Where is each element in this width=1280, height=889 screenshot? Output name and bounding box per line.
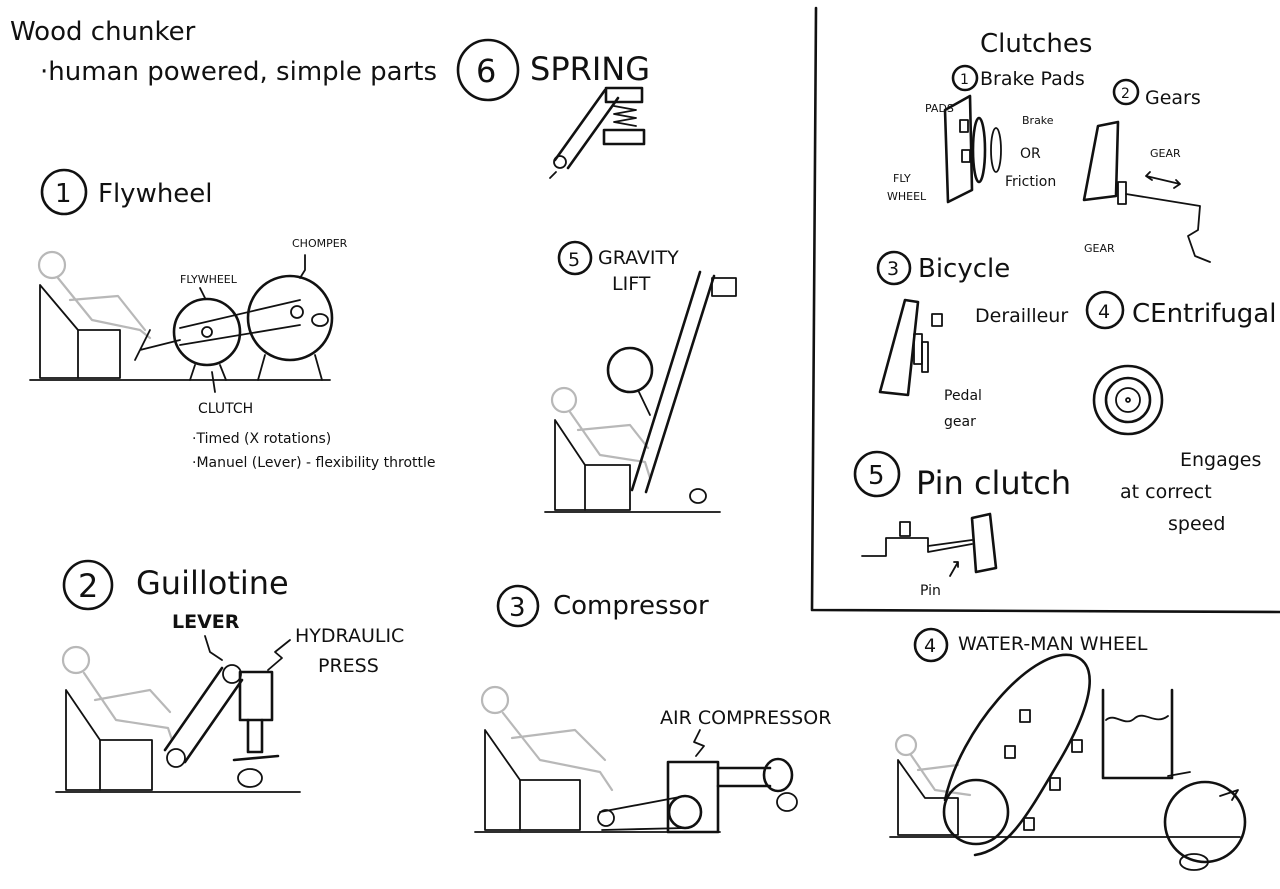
lever-arm	[165, 665, 242, 767]
note-engages: Engages	[1180, 449, 1261, 471]
idea-title-line2: LIFT	[612, 273, 651, 295]
clutch-title: Gears	[1145, 87, 1201, 109]
clutch-title: Pin clutch	[916, 464, 1071, 502]
label-gear-top: GEAR	[1150, 147, 1181, 160]
label-hydraulic: HYDRAULIC	[295, 625, 404, 647]
pointer	[200, 288, 205, 298]
clutches-panel: Clutches 1 Brake Pads PADS Brake OR Fric…	[812, 8, 1280, 612]
seated-person	[39, 252, 150, 338]
idea-number: 4	[924, 635, 936, 657]
note-manual: ·Manuel (Lever) - flexibility throttle	[192, 455, 436, 471]
label-pin: Pin	[920, 583, 941, 599]
label-friction: Friction	[1005, 174, 1056, 190]
label-flywheel-1: FLY	[893, 172, 911, 185]
pointer	[300, 255, 305, 278]
chomper-wheel	[1165, 772, 1245, 870]
clutch-pin: 5 Pin clutch Pin	[855, 452, 1071, 599]
idea-number: 1	[55, 179, 72, 209]
clutch-title: Brake Pads	[980, 68, 1085, 90]
label-pedal: Pedal	[944, 388, 982, 404]
clutch-number: 2	[1121, 86, 1130, 102]
seat	[56, 690, 300, 792]
note-speed: speed	[1168, 513, 1225, 535]
clutch-number: 4	[1098, 301, 1110, 323]
idea-number: 6	[476, 52, 496, 90]
pointer	[205, 636, 222, 660]
page-title: Wood chunker	[10, 17, 196, 47]
pointer	[694, 730, 704, 756]
clutch-gears: 2 Gears GEAR GEAR	[1084, 80, 1210, 262]
air-compressor-unit	[598, 759, 797, 832]
water-wheel-belt	[944, 655, 1090, 855]
idea-title: Flywheel	[98, 179, 213, 209]
note-timed: ·Timed (X rotations)	[192, 431, 331, 447]
pointer	[212, 372, 215, 392]
clutch-number: 5	[868, 461, 885, 491]
panel-title: Clutches	[980, 29, 1092, 59]
flywheel-wheel	[174, 299, 240, 380]
label-clutch: CLUTCH	[198, 401, 253, 417]
label-air-compressor: AIR COMPRESSOR	[660, 707, 831, 729]
clutch-title: Bicycle	[918, 254, 1010, 284]
clutch-title: CEntrifugal	[1132, 299, 1276, 329]
label-pads: PADS	[925, 102, 954, 115]
label-flywheel-2: WHEEL	[887, 190, 927, 203]
label-gear-bottom: GEAR	[1084, 242, 1115, 255]
note-at-correct: at correct	[1120, 481, 1212, 503]
seat	[545, 420, 720, 512]
seated-person	[482, 687, 612, 790]
idea-water-wheel: 4 WATER-MAN WHEEL	[890, 629, 1245, 870]
water-tank	[1103, 690, 1172, 778]
header: Wood chunker ·human powered, simple part…	[10, 17, 437, 87]
idea-guillotine: 2 Guillotine LEVER HYDRAULIC PRESS	[56, 561, 404, 792]
label-brake: Brake	[1022, 114, 1054, 127]
idea-gravity-lift: 5 GRAVITY LIFT	[545, 242, 736, 512]
label-chomper: CHOMPER	[292, 237, 348, 250]
idea-flywheel: 1 Flywheel CHOMPER	[30, 170, 436, 471]
label-or: OR	[1020, 146, 1041, 162]
idea-number: 5	[568, 249, 580, 271]
hydraulic-press	[234, 672, 278, 787]
label-flywheel: FLYWHEEL	[180, 273, 238, 286]
clutch-number: 1	[960, 72, 969, 88]
idea-compressor: 3 Compressor AIR COMPRESSOR	[475, 586, 831, 832]
idea-number: 2	[78, 567, 98, 605]
seated-person	[63, 647, 172, 740]
clutch-number: 3	[887, 258, 899, 280]
spring-mechanism	[550, 88, 644, 178]
gravity-lift-arm	[608, 272, 736, 503]
idea-title: Guillotine	[136, 564, 289, 602]
clutch-bicycle: 3 Bicycle Derailleur Pedal gear	[878, 252, 1068, 430]
label-derailleur: Derailleur	[975, 305, 1068, 327]
idea-title: WATER-MAN WHEEL	[958, 633, 1148, 655]
pointer	[268, 640, 290, 670]
idea-title: Compressor	[553, 591, 709, 621]
idea-number: 3	[509, 593, 526, 623]
label-press: PRESS	[318, 655, 379, 677]
clutch-brake-pads: 1 Brake Pads PADS Brake OR Friction FLY …	[887, 66, 1085, 203]
idea-title: SPRING	[530, 50, 650, 88]
label-gear: gear	[944, 414, 976, 430]
clutch-centrifugal: 4 CEntrifugal Engages at correct speed	[1087, 292, 1276, 535]
label-lever: LEVER	[172, 611, 240, 633]
idea-spring: 6 SPRING	[458, 40, 650, 178]
page-subtitle: ·human powered, simple parts	[40, 57, 437, 87]
idea-title: GRAVITY	[598, 247, 679, 269]
